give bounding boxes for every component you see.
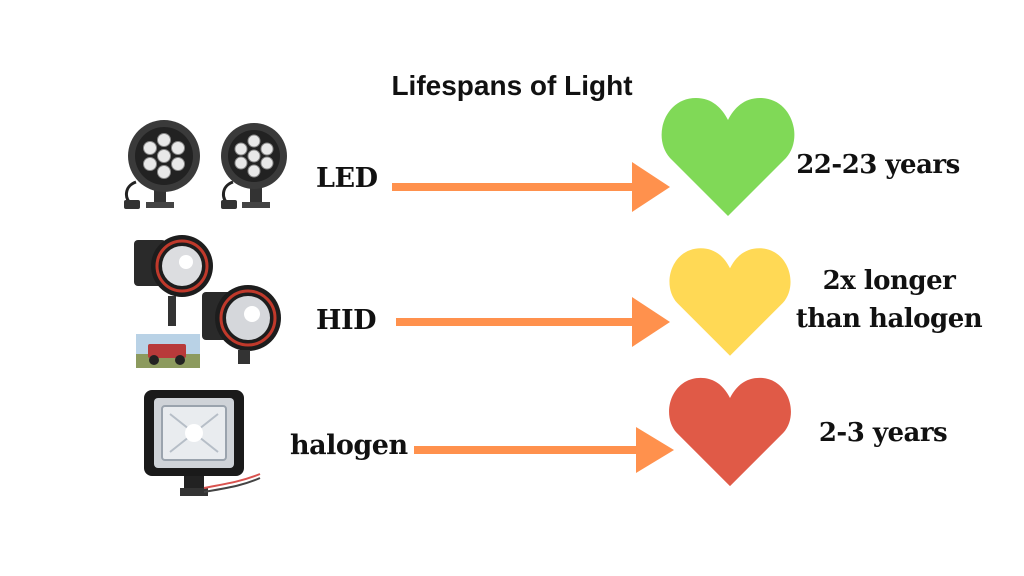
led-light-pair-icon bbox=[124, 120, 287, 209]
arrow-shaft bbox=[414, 446, 640, 454]
row-label-halogen: halogen bbox=[290, 430, 408, 461]
arrow-head bbox=[636, 427, 674, 473]
result-halogen: 2-3 years bbox=[818, 418, 948, 448]
row-label-led: LED bbox=[316, 163, 378, 194]
arrow-led bbox=[392, 162, 670, 212]
result-hid-line-2: than halogen bbox=[795, 304, 983, 334]
hid-light-pair-image bbox=[130, 234, 286, 372]
halogen-light-image bbox=[140, 388, 262, 512]
arrow-head bbox=[632, 162, 670, 212]
heart-yellow-icon bbox=[669, 248, 791, 356]
diagram-title: Lifespans of Light bbox=[391, 70, 633, 101]
arrow-hid bbox=[396, 297, 670, 347]
arrow-shaft bbox=[396, 318, 636, 326]
heart-red-icon bbox=[669, 377, 791, 487]
result-hid: 2x longer than halogen bbox=[794, 262, 984, 338]
halogen-light-icon bbox=[144, 390, 261, 496]
led-light-pair-image bbox=[118, 112, 288, 216]
result-led: 22-23 years bbox=[796, 150, 960, 180]
result-hid-line-1: 2x longer bbox=[822, 266, 956, 296]
arrow-head bbox=[632, 297, 670, 347]
hid-light-pair-icon bbox=[134, 235, 281, 368]
heart-green-icon bbox=[661, 98, 795, 216]
arrow-shaft bbox=[392, 183, 637, 191]
arrow-halogen bbox=[414, 427, 674, 473]
row-label-hid: HID bbox=[316, 305, 377, 336]
